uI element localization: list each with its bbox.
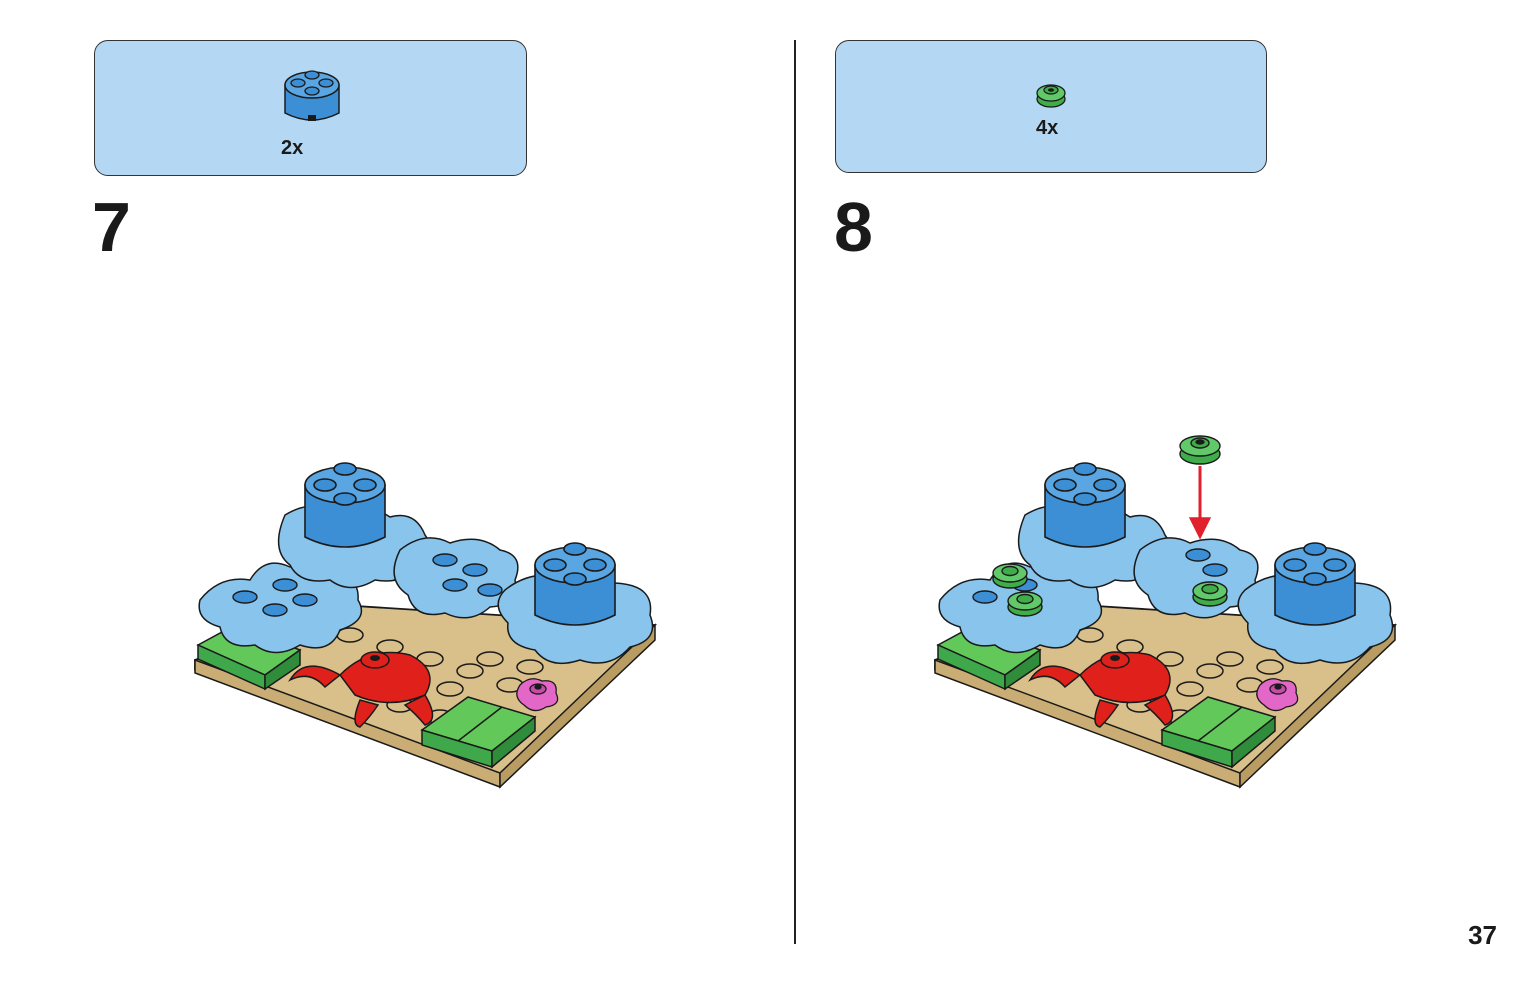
round-plate-1x1-green-icon — [1036, 84, 1066, 108]
round-brick-2x2-blue-icon — [284, 70, 340, 121]
parts-callout-step-8: 4x — [835, 40, 1267, 173]
step-number: 8 — [834, 188, 873, 266]
page-divider — [794, 40, 796, 944]
part-quantity: 2x — [281, 137, 304, 159]
build-illustration-step-7 — [194, 462, 658, 789]
step-number: 7 — [92, 188, 131, 266]
build-illustration-step-8 — [934, 435, 1398, 789]
part-quantity: 4x — [1036, 117, 1059, 139]
parts-callout-step-7: 2x — [94, 40, 527, 176]
page-number: 37 — [1468, 920, 1497, 950]
placement-arrow — [1179, 435, 1221, 540]
